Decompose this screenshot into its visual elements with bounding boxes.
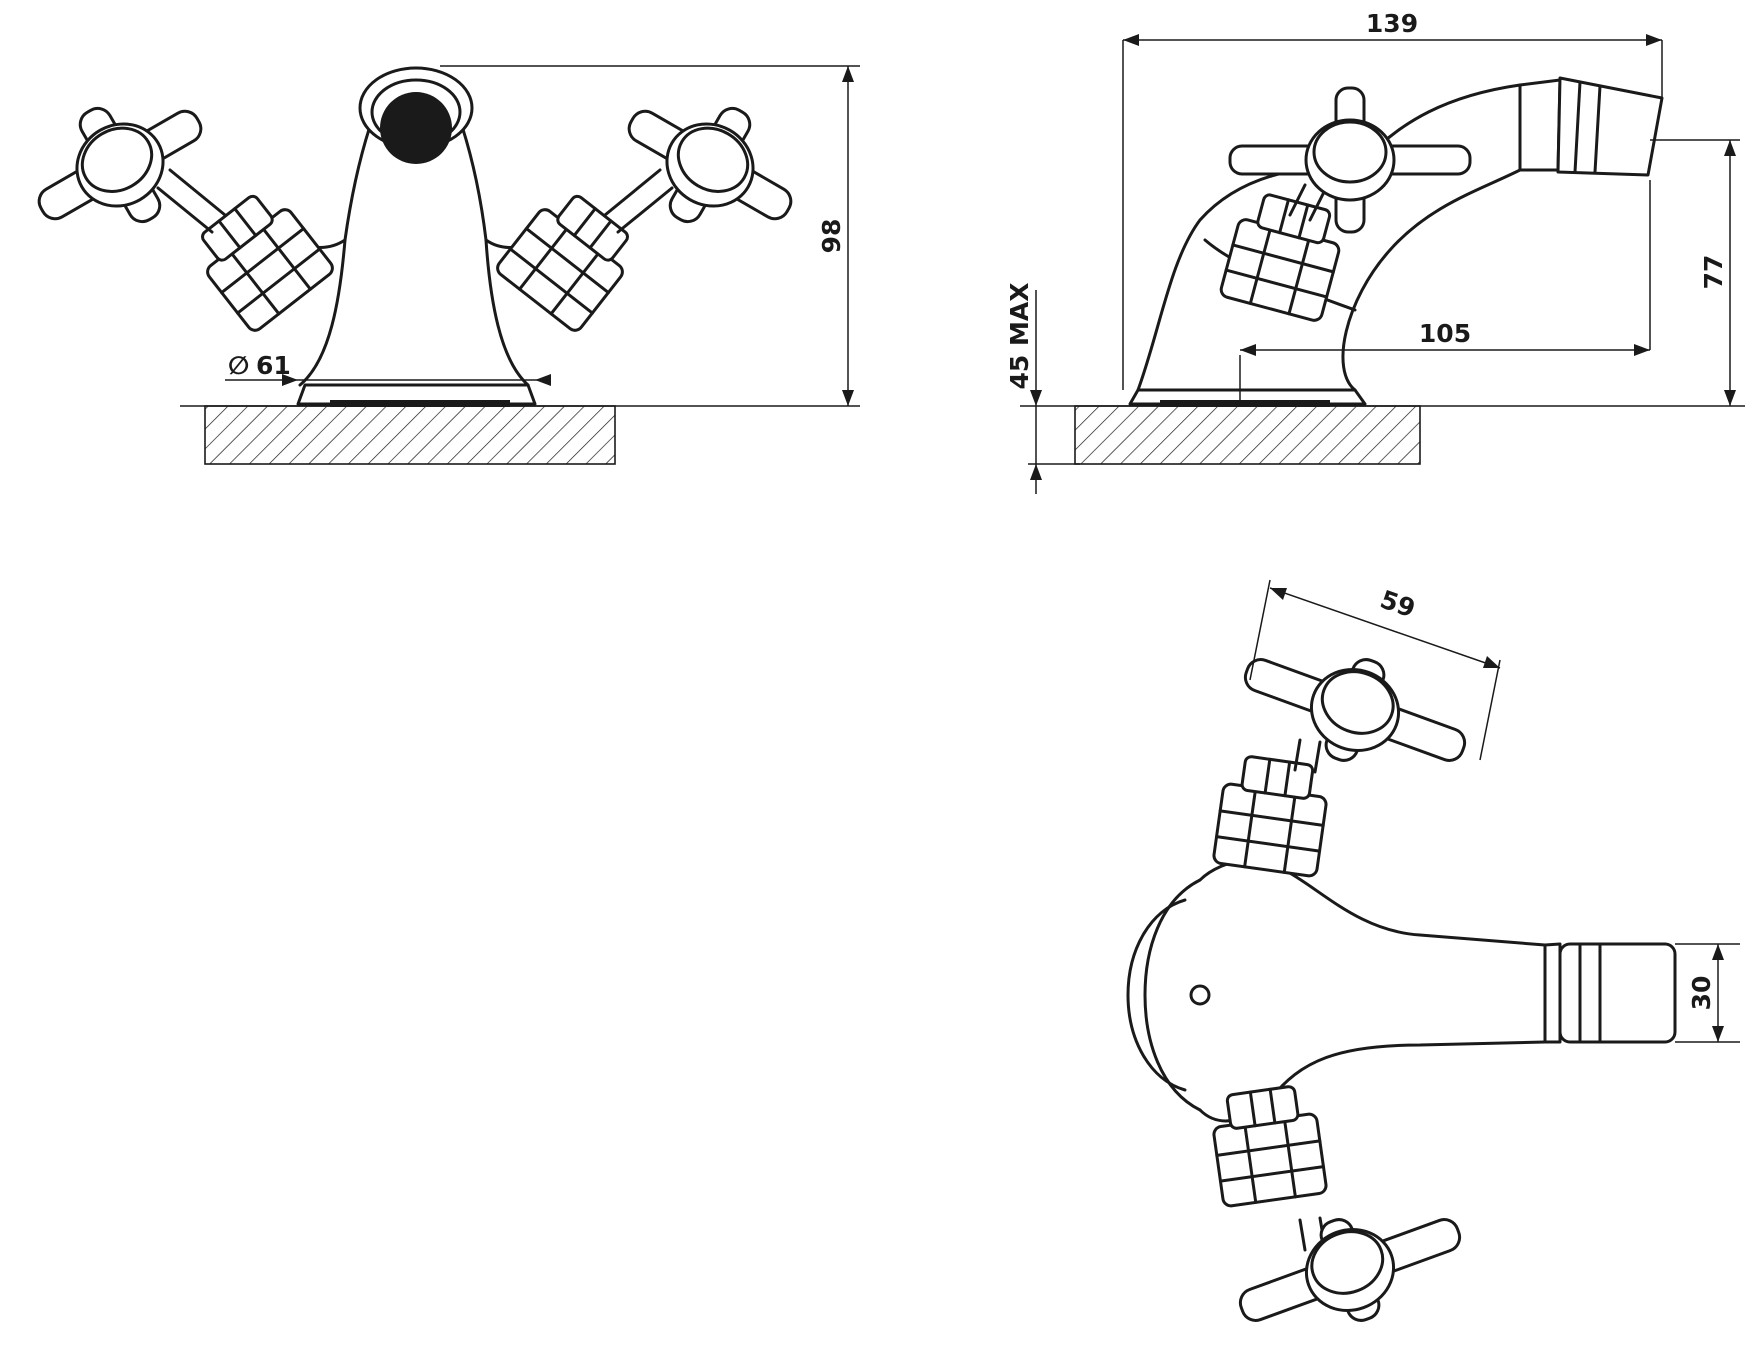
front-diameter-dimension: 61 — [256, 351, 291, 380]
side-deck — [1074, 405, 1421, 465]
top-handle-span-dimension: 59 — [1377, 585, 1419, 624]
front-deck — [204, 405, 616, 465]
front-height-dimension: 98 — [817, 219, 846, 254]
side-max-thickness-dimension: 45 MAX — [1005, 283, 1034, 390]
top-view: 59 30 — [1126, 579, 1740, 1322]
top-outlet-width-dimension: 30 — [1687, 976, 1716, 1011]
side-view: 139 77 105 45 MAX — [1005, 9, 1745, 494]
front-diameter-symbol: ∅ — [228, 351, 249, 380]
front-view: 98 ∅ 61 — [9, 64, 860, 465]
side-outlet-height-dimension: 77 — [1699, 255, 1728, 290]
side-length-dimension: 139 — [1366, 9, 1418, 38]
side-reach-dimension: 105 — [1419, 319, 1471, 348]
top-body — [1126, 898, 1187, 1092]
